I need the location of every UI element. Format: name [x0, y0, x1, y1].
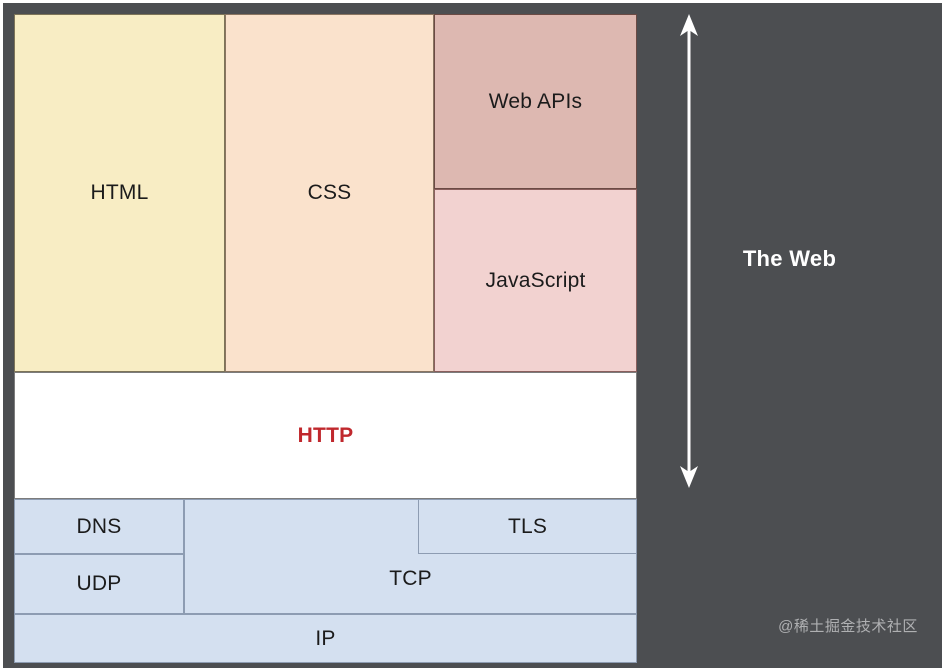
stack-cell-html: HTML: [14, 14, 225, 372]
stack-label-tls: TLS: [507, 514, 548, 538]
stack-label-ip: IP: [315, 626, 336, 650]
stack-label-css: CSS: [307, 181, 352, 204]
stack-label-html: HTML: [90, 181, 149, 204]
stack-label-tcp: TCP: [389, 567, 432, 590]
stack-label-web-apis: Web APIs: [488, 89, 583, 113]
web-technology-stack: HTML CSS Web APIs JavaScript HTTP TCP DN…: [14, 14, 637, 663]
stack-label-dns: DNS: [76, 514, 122, 538]
watermark-text: @稀土掘金技术社区: [778, 618, 918, 635]
stack-cell-udp: UDP: [14, 554, 184, 614]
stack-label-http: HTTP: [297, 423, 354, 447]
stack-label-udp: UDP: [76, 572, 122, 595]
stack-label-javascript: JavaScript: [485, 268, 586, 292]
double-headed-arrow-icon: [680, 14, 698, 488]
stack-cell-javascript: JavaScript: [434, 189, 637, 372]
stack-cell-dns: DNS: [14, 499, 184, 554]
stack-cell-web-apis: Web APIs: [434, 14, 637, 189]
stack-cell-ip: IP: [14, 614, 637, 663]
dark-background-panel: HTML CSS Web APIs JavaScript HTTP TCP DN…: [3, 3, 942, 668]
the-web-label: The Web: [742, 246, 837, 271]
stack-cell-css: CSS: [225, 14, 434, 372]
stack-cell-tls: TLS: [418, 499, 637, 554]
stack-cell-http: HTTP: [14, 372, 637, 499]
